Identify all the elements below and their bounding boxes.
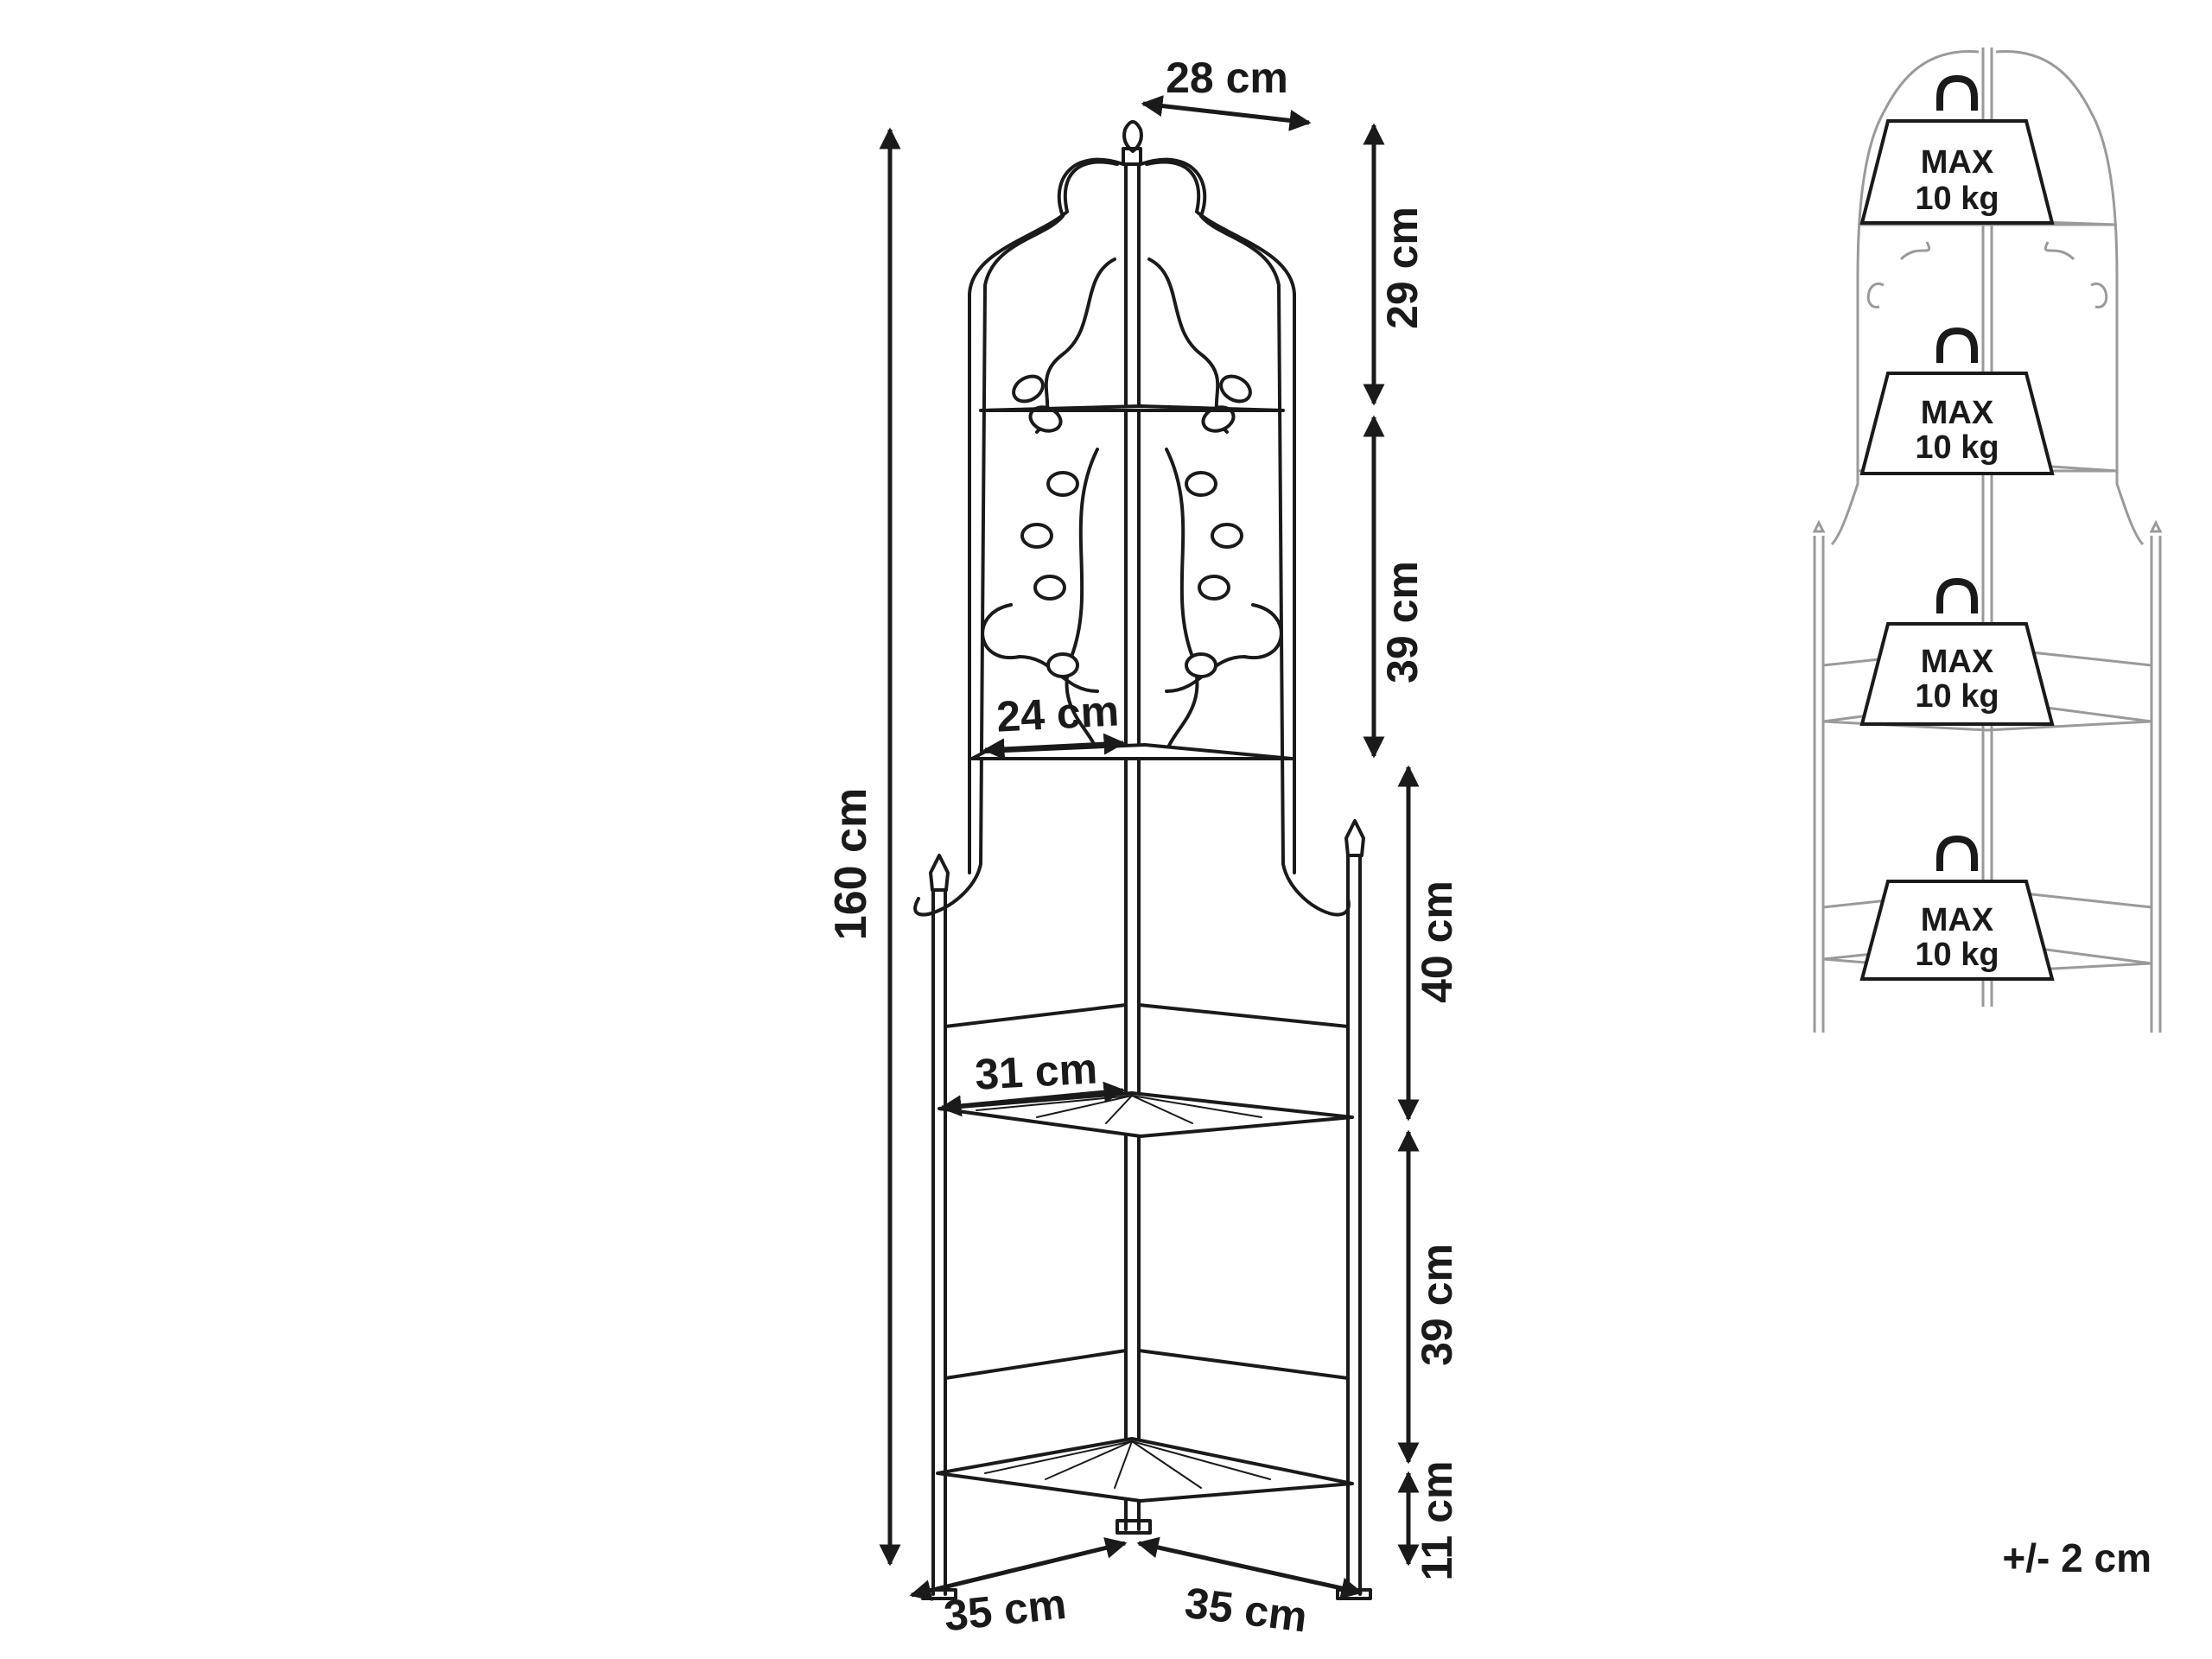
large-shelf-depth-label: 31 cm [974, 1044, 1099, 1098]
section-3-label: 40 cm [1413, 880, 1461, 1003]
weight-3-max: MAX [1921, 644, 1994, 680]
weight-3: MAX 10 kg [1859, 577, 2055, 726]
section-2-label: 39 cm [1378, 561, 1427, 683]
weight-2: MAX 10 kg [1859, 327, 2055, 475]
total-height-label: 160 cm [826, 788, 876, 940]
base-right-label: 35 cm [1182, 1579, 1310, 1642]
weight-4: MAX 10 kg [1859, 835, 2055, 981]
corner-shelf-drawing [913, 120, 1372, 1600]
small-shelf-depth-label: 24 cm [995, 686, 1121, 741]
weight-1-value: 10 kg [1915, 181, 1999, 217]
weight-2-max: MAX [1921, 395, 1994, 431]
weight-3-value: 10 kg [1915, 678, 1999, 715]
bottom-clearance-label: 11 cm [1413, 1460, 1461, 1580]
weight-2-value: 10 kg [1915, 429, 1999, 466]
section-4-label: 39 cm [1413, 1243, 1461, 1366]
weight-4-value: 10 kg [1915, 937, 1999, 973]
weight-1: MAX 10 kg [1859, 74, 2055, 225]
dimension-labels: 160 cm 28 cm 29 cm 39 cm 40 cm 39 cm 11 … [826, 54, 1461, 1642]
weight-1-max: MAX [1921, 144, 1994, 181]
top-width-label: 28 cm [1166, 54, 1288, 102]
section-1-label: 29 cm [1378, 207, 1427, 329]
base-left-label: 35 cm [942, 1580, 1069, 1641]
tolerance-note: +/- 2 cm [2002, 1535, 2152, 1580]
dimension-lines [879, 95, 1420, 1601]
weight-4-max: MAX [1921, 902, 1994, 938]
